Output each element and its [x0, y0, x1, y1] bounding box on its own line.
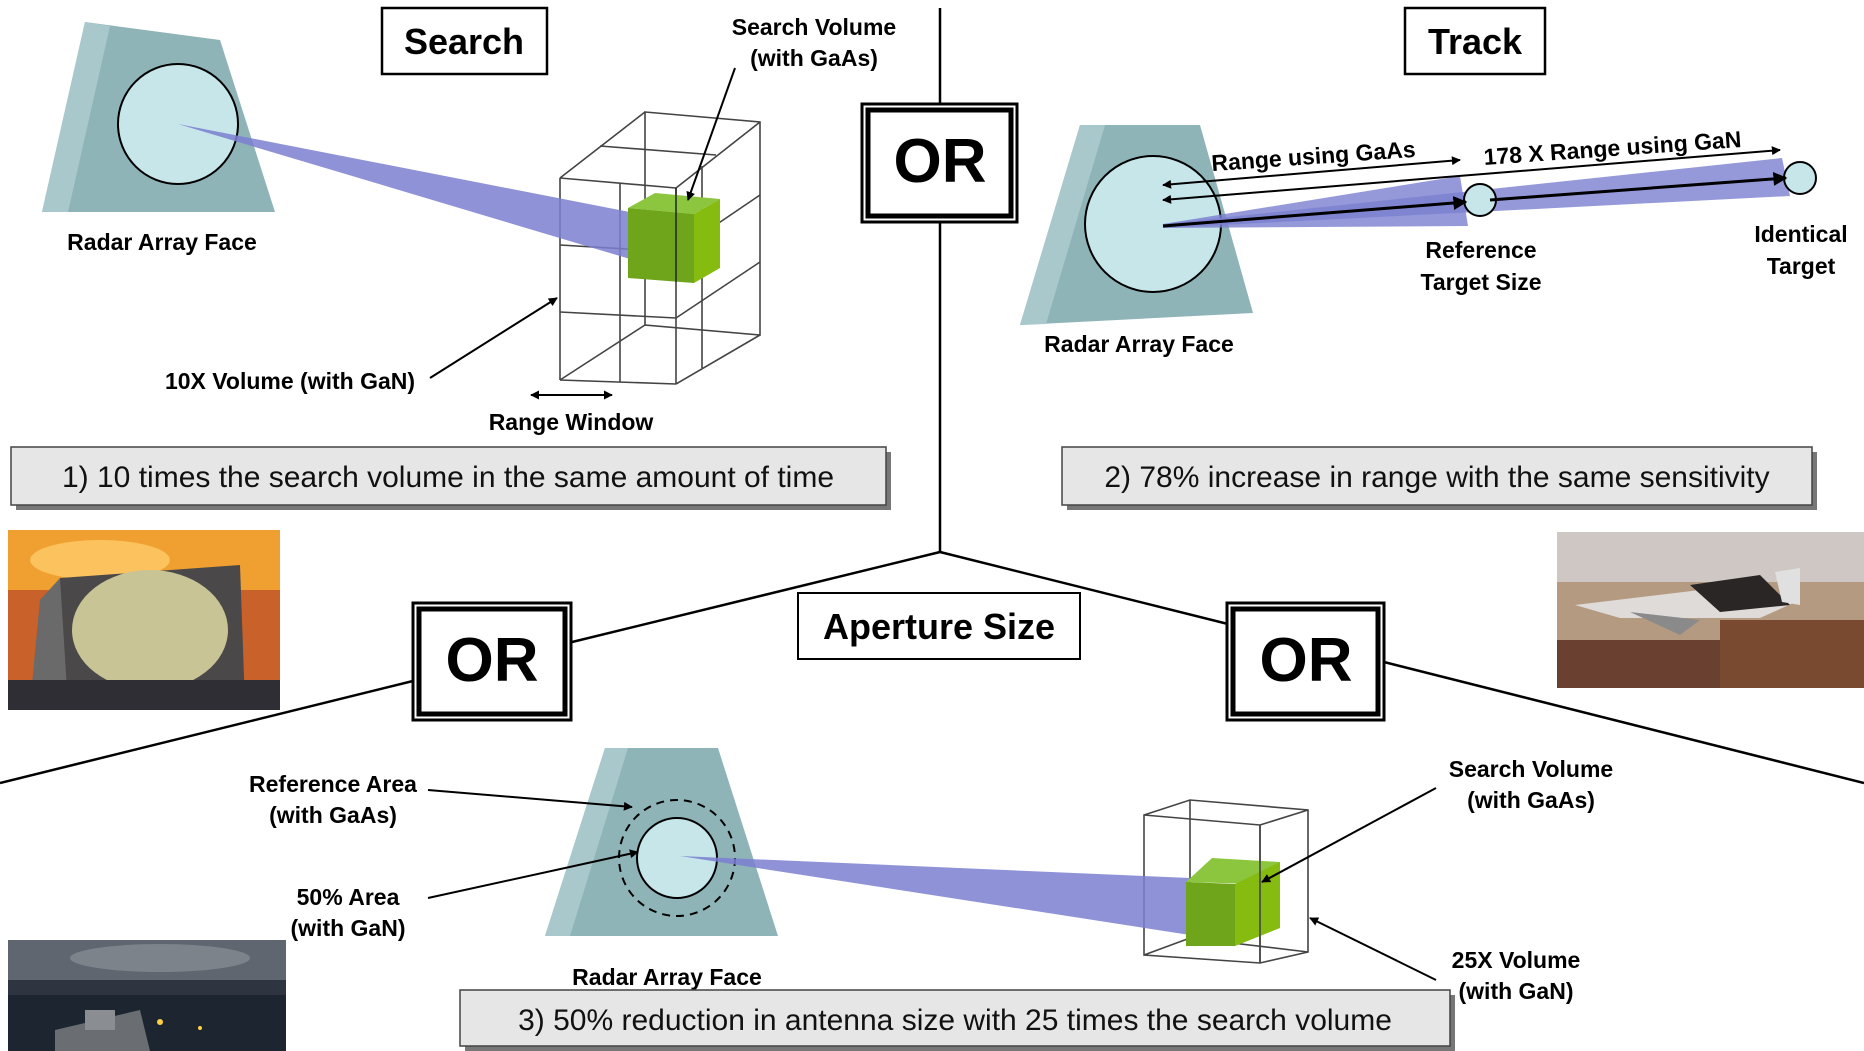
track-array-face-label: Radar Array Face [1044, 331, 1234, 357]
beam-center-arrow-2 [1489, 171, 1788, 202]
beam-center-arrow-1 [1162, 196, 1468, 228]
aperture-array-face-label: Radar Array Face [572, 964, 762, 990]
search-title-box: Search [380, 6, 549, 76]
reference-area-label-2: (with GaAs) [269, 802, 397, 828]
search-volume-label-2: (with GaAs) [750, 45, 878, 71]
search-caption: 1) 10 times the search volume in the sam… [62, 461, 834, 494]
aperture-caption-box: 3) 50% reduction in antenna size with 25… [459, 989, 1455, 1051]
fighter-jet-photo [1557, 532, 1864, 688]
radar-building-photo [8, 530, 280, 710]
ship-photo [8, 940, 286, 1051]
or-label-left: OR [446, 626, 539, 695]
range-window-label: Range Window [489, 409, 654, 435]
aperture-search-volume-label-1: Search Volume [1449, 756, 1613, 782]
reference-target-label-2: Target Size [1421, 269, 1542, 295]
gan-volume-arrow [429, 297, 558, 379]
aperture-title-box: Aperture Size [797, 592, 1081, 660]
identical-target-label-1: Identical [1754, 221, 1847, 247]
search-title: Search [404, 21, 524, 62]
range-gan-arrow [1162, 146, 1781, 204]
track-caption: 2) 78% increase in range with the same s… [1104, 461, 1769, 494]
search-array-face-label: Radar Array Face [67, 229, 257, 255]
or-box-right: OR [1225, 601, 1386, 722]
search-caption-box: 1) 10 times the search volume in the sam… [10, 446, 891, 510]
search-volume-cube [628, 188, 720, 283]
identical-target-label-2: Target [1767, 253, 1836, 279]
search-radar-face [42, 22, 275, 212]
search-volume-label-1: Search Volume [732, 14, 896, 40]
track-caption-box: 2) 78% increase in range with the same s… [1061, 446, 1817, 510]
track-panel: Track Range using GaAs 178 X Range using… [1020, 6, 1848, 510]
search-beam [178, 124, 640, 262]
divider-lines [0, 8, 1864, 785]
aperture-caption: 3) 50% reduction in antenna size with 25… [518, 1004, 1392, 1037]
track-title: Track [1428, 21, 1523, 62]
search-volume-arrow [686, 67, 736, 201]
search-panel: Search [10, 6, 896, 510]
gan-25x-volume-label-2: (with GaN) [1459, 978, 1574, 1004]
reference-target-label-1: Reference [1425, 237, 1536, 263]
reference-area-arrow [427, 789, 633, 811]
aperture-beam [680, 856, 1190, 935]
range-gaas-label: Range using GaAs [1211, 136, 1417, 176]
half-area-arrow [427, 849, 639, 899]
aperture-panel: Reference Area (with GaAs) 50% Area (wit… [249, 748, 1613, 1051]
identical-target [1783, 161, 1817, 195]
or-box-top: OR [860, 102, 1019, 224]
gan-volume-label: 10X Volume (with GaN) [165, 368, 415, 394]
aperture-title: Aperture Size [823, 606, 1055, 647]
aperture-search-volume-arrow [1261, 787, 1437, 883]
half-area-label-1: 50% Area [297, 884, 400, 910]
gan-25x-volume-label-1: 25X Volume [1452, 947, 1581, 973]
or-box-left: OR [411, 601, 573, 722]
aperture-radar-face [545, 748, 778, 936]
reference-area-label-1: Reference Area [249, 771, 417, 797]
or-label-right: OR [1260, 626, 1353, 695]
aperture-search-volume-label-2: (with GaAs) [1467, 787, 1595, 813]
gan-25x-volume-arrow [1309, 917, 1437, 981]
or-label-top: OR [894, 127, 987, 196]
aperture-volume-cube [1186, 858, 1280, 946]
track-title-box: Track [1403, 6, 1547, 76]
half-area-label-2: (with GaN) [291, 915, 406, 941]
